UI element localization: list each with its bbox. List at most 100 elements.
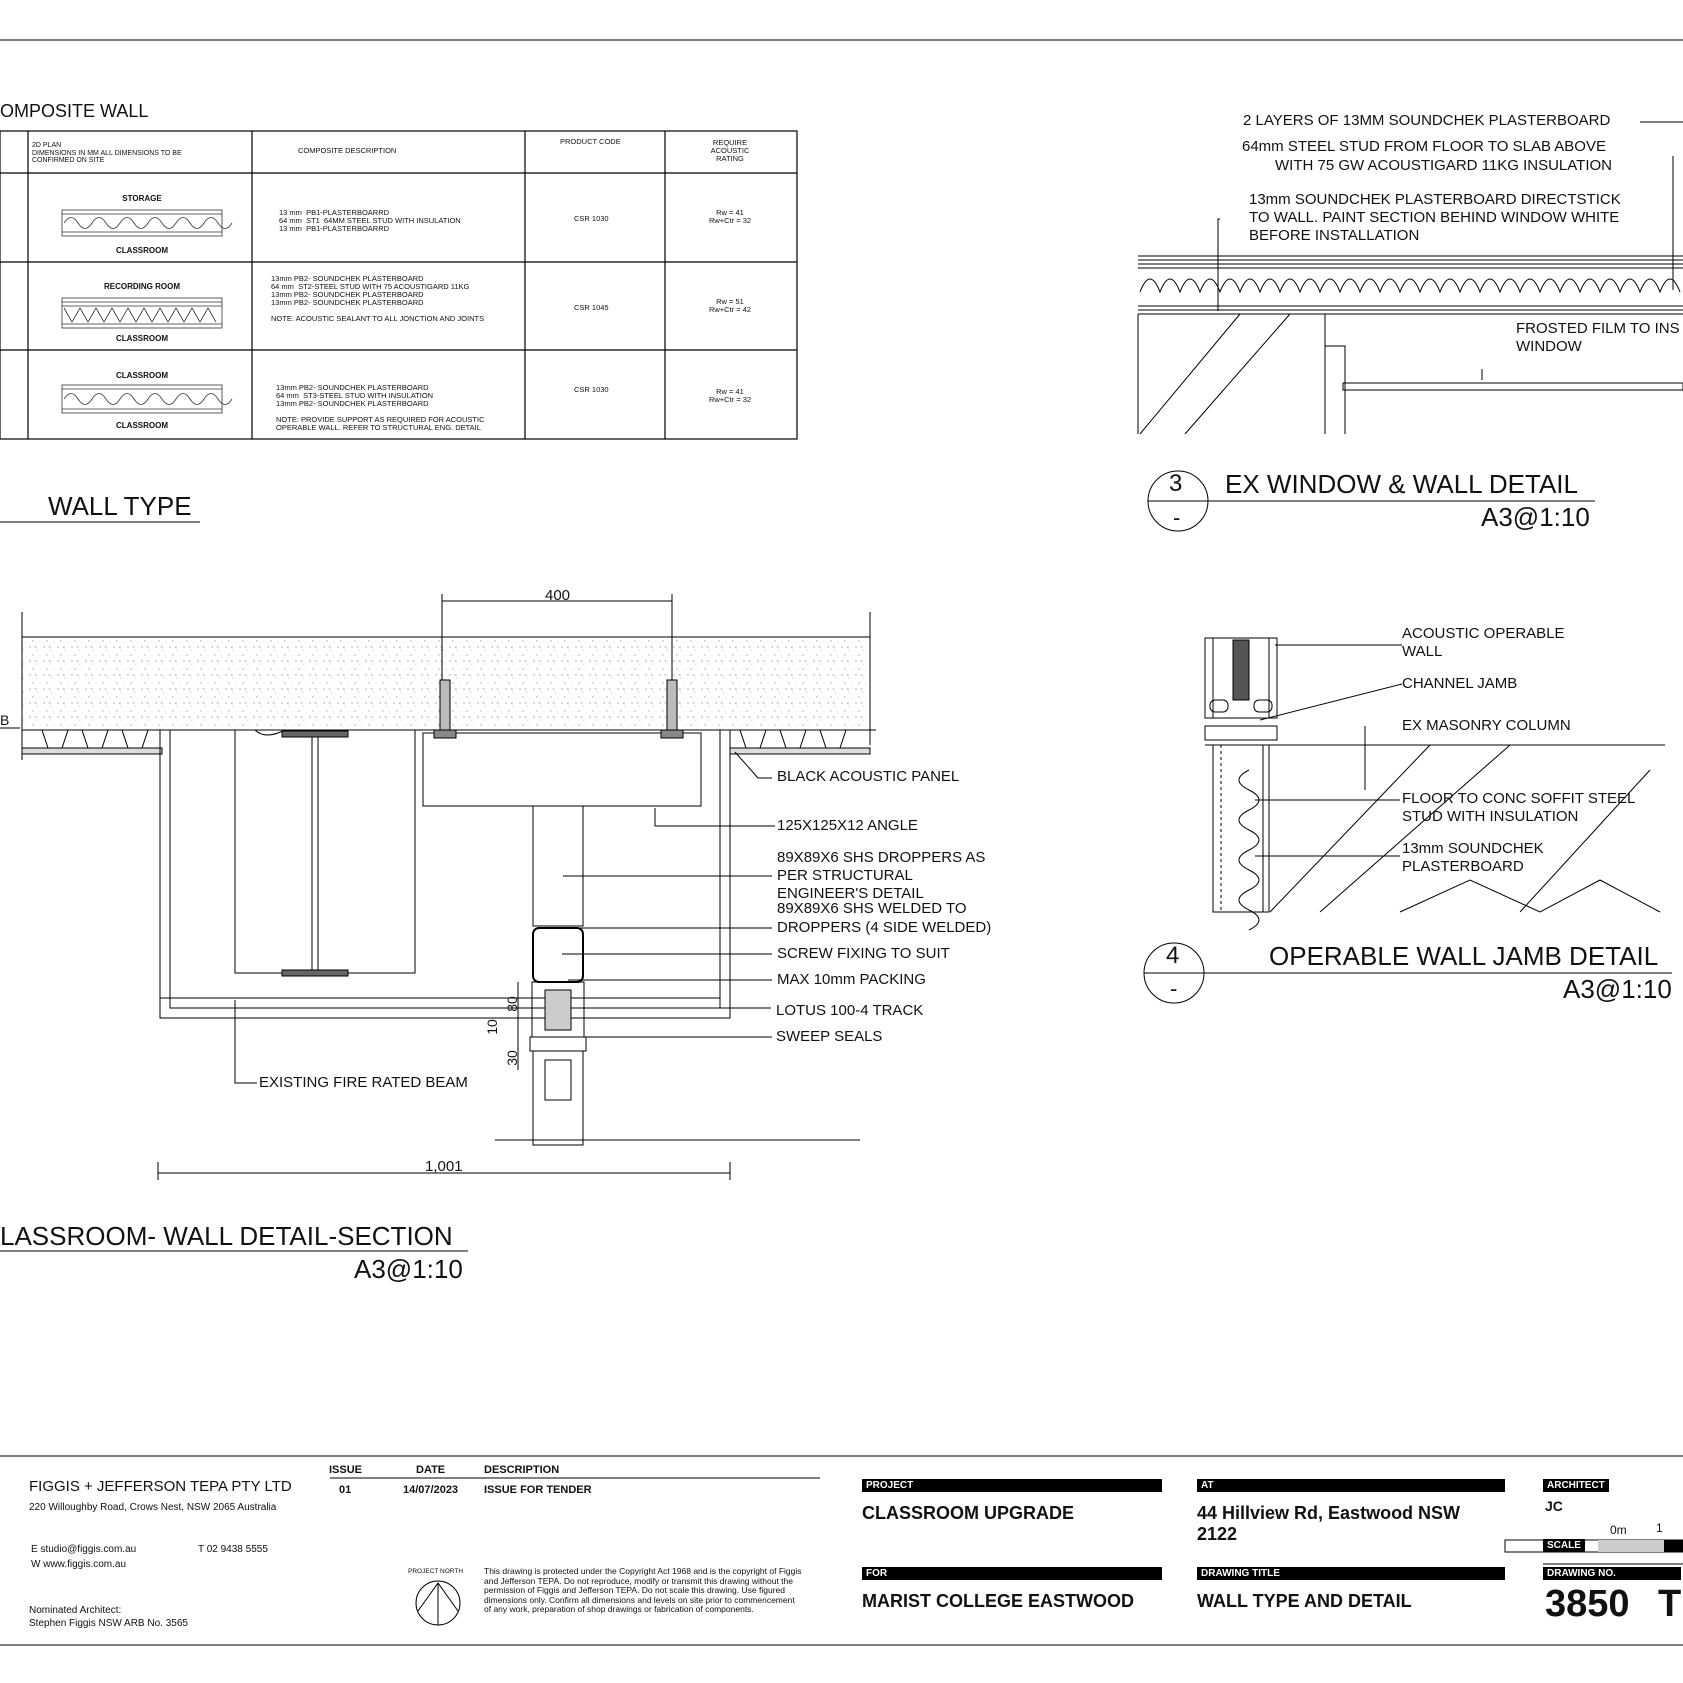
- issue-description: ISSUE FOR TENDER: [484, 1484, 592, 1496]
- section-dim-top: 400: [545, 587, 571, 604]
- project-north-label: PROJECT NORTH: [408, 1568, 464, 1575]
- row-2-code: CSR 1045: [574, 303, 609, 312]
- detail-4-label-5: FLOOR TO CONC SOFFIT STEEL: [1402, 790, 1636, 807]
- row-2-description: 13mm PB2- SOUNDCHEK PLASTERBOARD 64 mm S…: [271, 274, 485, 323]
- north-arrow-icon: [416, 1580, 460, 1626]
- detail-3-label-2: 64mm STEEL STUD FROM FLOOR TO SLAB ABOVE: [1242, 138, 1606, 155]
- detail-4-label-2: WALL: [1402, 643, 1443, 660]
- row-1-bottom: CLASSROOM: [116, 246, 168, 255]
- scale-label: SCALE: [1543, 1539, 1585, 1552]
- section-label-angle: 125X125X12 ANGLE: [777, 817, 918, 834]
- at-label: AT: [1197, 1479, 1505, 1492]
- detail-3-label-4: 13mm SOUNDCHEK PLASTERBOARD DIRECTSTICK: [1249, 191, 1621, 208]
- drawing-number-label: DRAWING NO.: [1543, 1567, 1681, 1580]
- row-3-top: CLASSROOM: [116, 371, 168, 380]
- wall-plan-thumbnails: [61, 209, 233, 414]
- nominated-architect-name: Stephen Figgis NSW ARB No. 3565: [29, 1618, 188, 1629]
- issue-number: 01: [339, 1484, 352, 1496]
- row-1-code: CSR 1030: [574, 214, 609, 223]
- date-header: DATE: [416, 1464, 446, 1476]
- composite-wall-table: [0, 130, 798, 440]
- section-label-seals: SWEEP SEALS: [776, 1028, 883, 1045]
- for-label: FOR: [862, 1567, 1162, 1580]
- section-dim-30: 30: [503, 1050, 520, 1066]
- detail-4-sheet: -: [1170, 976, 1178, 1001]
- table-header-code: PRODUCT CODE: [560, 137, 621, 146]
- scale-bar-zero: 0m: [1610, 1523, 1627, 1537]
- drawing-number: 3850: [1545, 1583, 1630, 1625]
- table-header-plan: 2D PLAN DIMENSIONS IN MM ALL DIMENSIONS …: [32, 142, 182, 164]
- section-linework: [0, 594, 876, 1180]
- section-title: LASSROOM- WALL DETAIL-SECTION: [0, 1221, 453, 1251]
- drawing-title-label: DRAWING TITLE: [1197, 1567, 1505, 1580]
- row-3-description: 13mm PB2- SOUNDCHEK PLASTERBOARD 64 mm S…: [276, 383, 485, 432]
- detail-3-number: 3: [1169, 470, 1183, 497]
- copyright-notice: This drawing is protected under the Copy…: [484, 1566, 802, 1614]
- row-1-description: 13 mm PB1-PLASTERBOARRD 64 mm ST1 64MM S…: [279, 208, 461, 233]
- issue-date: 14/07/2023: [403, 1484, 459, 1496]
- drawing-number-suffix: T: [1658, 1583, 1682, 1625]
- detail-3-label-3: WITH 75 GW ACOUSTIGARD 11KG INSULATION: [1275, 157, 1612, 174]
- section-label-welded-2: DROPPERS (4 SIDE WELDED): [777, 919, 992, 936]
- row-2-bottom: CLASSROOM: [116, 334, 168, 343]
- section-label-beam: EXISTING FIRE RATED BEAM: [259, 1074, 468, 1091]
- detail-4-title: OPERABLE WALL JAMB DETAIL: [1269, 941, 1659, 971]
- row-3-code: CSR 1030: [574, 385, 609, 394]
- nominated-architect-label: Nominated Architect:: [29, 1605, 122, 1616]
- company-name: FIGGIS + JEFFERSON TEPA PTY LTD: [29, 1478, 292, 1495]
- detail-4-bubble: [1143, 942, 1672, 1004]
- project-label: PROJECT: [862, 1479, 1162, 1492]
- company-address: 220 Willoughby Road, Crows Nest, NSW 206…: [29, 1502, 277, 1513]
- description-header: DESCRIPTION: [484, 1464, 560, 1476]
- section-label-screw: SCREW FIXING TO SUIT: [777, 945, 950, 962]
- company-email: E studio@figgis.com.au: [31, 1544, 137, 1555]
- section-label-droppers-2: PER STRUCTURAL: [777, 867, 913, 884]
- section-scale: A3@1:10: [354, 1254, 463, 1284]
- detail-4-linework: [1204, 637, 1665, 931]
- section-dim-80: 80: [503, 996, 520, 1012]
- detail-3-label-1: 2 LAYERS OF 13MM SOUNDCHEK PLASTERBOARD: [1243, 112, 1611, 129]
- detail-3-bubble: [1147, 470, 1595, 532]
- company-phone: T 02 9438 5555: [198, 1544, 268, 1555]
- detail-3-linework: [1137, 121, 1683, 435]
- detail-4-label-6: STUD WITH INSULATION: [1402, 808, 1579, 825]
- row-2-top: RECORDING ROOM: [104, 282, 180, 291]
- section-label-packing: MAX 10mm PACKING: [777, 971, 926, 988]
- detail-4-label-3: CHANNEL JAMB: [1402, 675, 1518, 692]
- table-title: OMPOSITE WALL: [0, 101, 149, 121]
- detail-3-label-5: TO WALL. PAINT SECTION BEHIND WINDOW WHI…: [1249, 209, 1620, 226]
- section-dim-bottom: 1,001: [425, 1158, 463, 1175]
- section-edge-label: B: [0, 712, 10, 728]
- detail-4-scale: A3@1:10: [1563, 974, 1672, 1004]
- section-label-welded-1: 89X89X6 SHS WELDED TO: [777, 900, 967, 917]
- detail-4-label-8: PLASTERBOARD: [1402, 858, 1524, 875]
- row-3-bottom: CLASSROOM: [116, 421, 168, 430]
- project-name: CLASSROOM UPGRADE: [862, 1503, 1075, 1523]
- architect-label: ARCHITECT: [1543, 1479, 1609, 1492]
- wall-type-title: WALL TYPE: [48, 491, 192, 521]
- architect-initials: JC: [1545, 1498, 1563, 1514]
- site-address: 44 Hillview Rd, Eastwood NSW 2122: [1197, 1503, 1461, 1544]
- scale-bar-one: 1: [1656, 1521, 1663, 1535]
- client-name: MARIST COLLEGE EASTWOOD: [862, 1591, 1134, 1611]
- table-header-description: COMPOSITE DESCRIPTION: [298, 146, 397, 155]
- section-label-acoustic-panel: BLACK ACOUSTIC PANEL: [777, 768, 960, 785]
- detail-3-label-6: BEFORE INSTALLATION: [1249, 227, 1420, 244]
- row-1-rating: Rw = 41 Rw+Ctr = 32: [708, 208, 752, 225]
- company-web: W www.figgis.com.au: [31, 1559, 127, 1570]
- row-2-rating: Rw = 51 Rw+Ctr = 42: [708, 297, 752, 314]
- detail-3-label-7: FROSTED FILM TO INS: [1516, 320, 1680, 337]
- detail-3-label-8: WINDOW: [1516, 338, 1582, 355]
- detail-3-title: EX WINDOW & WALL DETAIL: [1225, 469, 1578, 499]
- detail-4-number: 4: [1166, 942, 1180, 969]
- drawing-title: WALL TYPE AND DETAIL: [1197, 1591, 1412, 1611]
- detail-3-scale: A3@1:10: [1481, 502, 1590, 532]
- row-1-top: STORAGE: [122, 194, 162, 203]
- detail-4-label-7: 13mm SOUNDCHEK: [1402, 840, 1544, 857]
- section-label-track: LOTUS 100-4 TRACK: [776, 1002, 924, 1019]
- section-label-droppers-3: ENGINEER'S DETAIL: [777, 885, 924, 902]
- section-label-droppers-1: 89X89X6 SHS DROPPERS AS: [777, 849, 986, 866]
- table-header-rating: REQUIRE ACOUSTIC RATING: [710, 138, 750, 163]
- detail-4-label-4: EX MASONRY COLUMN: [1402, 717, 1571, 734]
